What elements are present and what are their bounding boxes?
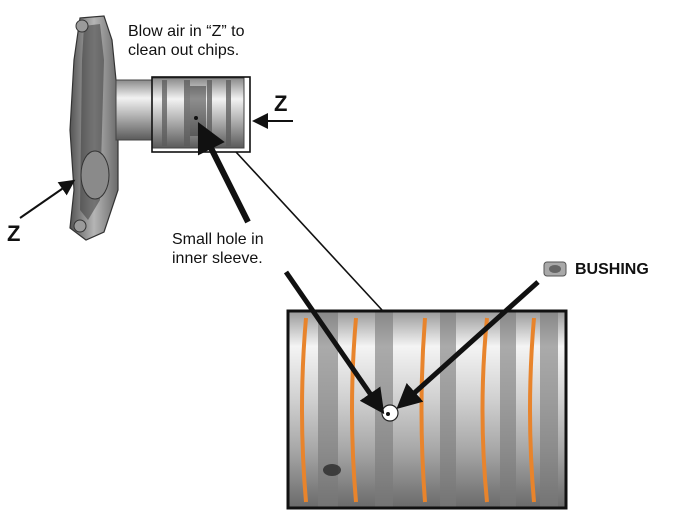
small-hole-label-line1: Small hole in xyxy=(172,231,264,248)
zoom-connector-line xyxy=(235,151,383,311)
bushing-label: BUSHING xyxy=(575,261,649,278)
bushing-icon xyxy=(543,261,567,277)
bushing-hole-marker xyxy=(381,404,399,422)
blow-air-label-line2: clean out chips. xyxy=(128,42,240,59)
shaft-part xyxy=(115,77,245,149)
detail-box-large xyxy=(286,309,568,510)
bushing-arrow xyxy=(396,280,540,410)
z-arrow-left xyxy=(19,179,76,219)
small-hole-label-line2: inner sleeve. xyxy=(172,250,263,267)
z-label-left: Z xyxy=(7,221,21,246)
small-hole-arrow-top xyxy=(197,121,251,224)
small-hole-arrow-bottom xyxy=(283,270,385,415)
z-label-right: Z xyxy=(274,91,288,116)
zoom-inset xyxy=(286,309,568,510)
flange-part xyxy=(69,15,119,241)
blow-air-label-line1: Blow air in “Z” to xyxy=(128,23,245,40)
